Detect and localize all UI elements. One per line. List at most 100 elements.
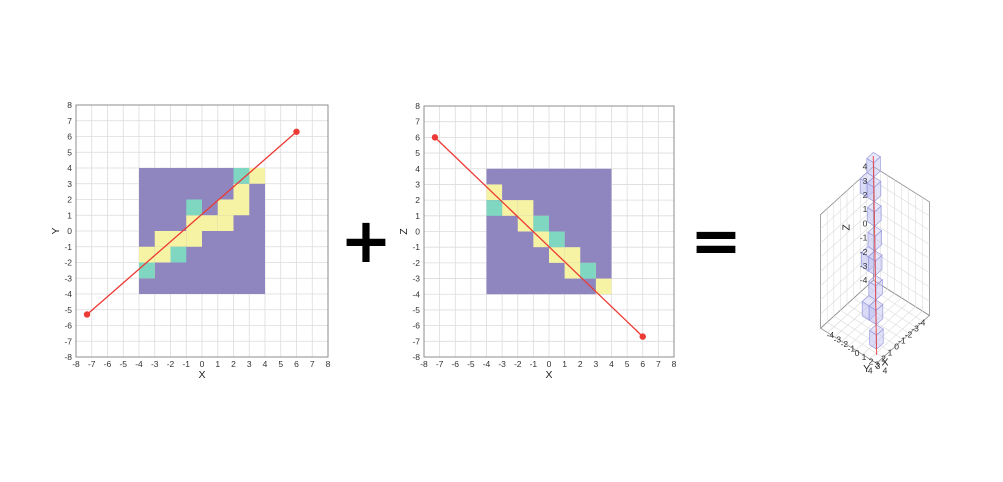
y-tick-label: 2 [415,195,420,205]
y-tick-label: 0 [855,348,860,358]
y-tick-label: 3 [876,361,881,371]
grid-line [873,180,930,217]
x-tick-label: 3 [874,359,879,369]
y-tick-label: -2 [412,258,420,268]
yellow-cell [202,215,218,231]
x-tick-label: 1 [562,359,567,369]
red-segment [434,136,644,338]
y-tick-label: 1 [862,352,867,362]
x-tick-label: -2 [514,359,522,369]
yellow-cell [249,168,265,184]
teal-cell [170,246,187,263]
grid-line [820,194,874,244]
x-tick-label: 0 [894,341,899,351]
y-tick-label: -7 [412,336,420,346]
y-tick-label: 5 [67,147,72,157]
teal-cell [533,215,549,232]
x-tick-label: -3 [911,323,919,333]
z-tick-label: 3 [863,176,868,186]
x-tick-label: 7 [310,359,315,369]
y-axis-label: Y [50,227,62,234]
plot-frame [75,104,329,358]
y-tick-label: -7 [64,336,72,346]
segment-end-point [293,128,300,135]
z-tick-label: -4 [860,275,868,285]
y-tick-label: 3 [67,179,72,189]
y-tick-label: -2 [841,339,849,349]
red-segment [872,155,878,355]
z-tick-label: 0 [863,218,868,228]
y-tick-label: 4 [883,365,888,375]
grid-line [873,223,930,259]
red-segment [86,131,297,315]
x-tick-label: -1 [898,335,906,345]
y-tick-label: -1 [64,242,72,252]
x-tick-label: -2 [905,329,913,339]
y-tick-label: 0 [415,227,420,237]
z-tick-label: 2 [863,190,868,200]
y-tick-label: -1 [848,343,856,353]
teal-cell [580,262,596,279]
grid-line [873,208,930,245]
yellow-cell [186,215,202,231]
y-tick-label: 2 [67,195,72,205]
y-tick-label: -3 [412,274,420,284]
x-tick-label: -3 [498,359,506,369]
voxel-cube [868,299,884,326]
y-tick-label: -6 [64,321,72,331]
segment-start-point [431,134,439,141]
x-tick-label: 6 [640,359,645,369]
y-tick-label: 7 [415,117,420,127]
y-tick-label: 2 [869,357,874,367]
grid-line [820,208,874,258]
z-tick-label: -3 [860,261,868,271]
x-tick-label: 2 [578,359,583,369]
segment-end-point [639,333,646,340]
yellow-cell [517,200,534,216]
x-tick-label: 4 [263,359,268,369]
x-tick-label: -7 [88,359,96,369]
plus-operator: + [340,204,392,277]
y-tick-label: 4 [415,164,420,174]
x-tick-label: -8 [420,359,428,369]
yellow-cell [186,231,202,247]
yellow-cell [154,231,171,247]
x-tick-label: 3 [247,359,252,369]
x-tick-label: 8 [672,359,677,369]
x-tick-label: -8 [72,359,80,369]
teal-cell [486,200,503,216]
yellow-cell [217,215,234,231]
x-tick-label: 1 [888,347,893,357]
x-tick-label: 0 [200,359,205,369]
x-tick-label: -1 [182,359,190,369]
y-tick-label: 7 [67,116,72,126]
yellow-cell [217,199,234,216]
y-tick-label: 6 [415,132,420,142]
x-tick-label: -4 [135,359,143,369]
teal-cell [139,262,155,279]
grid-line [840,309,897,346]
x-tick-label: -6 [104,359,112,369]
z-tick-label: 1 [863,204,868,214]
yellow-cell [233,199,250,216]
x-tick-label: 2 [881,353,886,363]
y-tick-label: -2 [64,258,72,268]
x-axis-label: X [545,369,552,381]
yellow-cell [139,246,155,263]
grid-line [873,194,930,231]
x-tick-label: 7 [656,359,661,369]
x-tick-label: 5 [625,359,630,369]
equals-operator: = [690,204,742,277]
yellow-cell [486,184,503,201]
x-tick-label: 5 [278,359,283,369]
yellow-cell [595,278,612,295]
x-axis-label: X [881,356,888,368]
plot-frame [423,105,675,358]
x-tick-label: -6 [451,359,459,369]
grid-line [869,310,923,360]
y-tick-label: 1 [415,211,420,221]
